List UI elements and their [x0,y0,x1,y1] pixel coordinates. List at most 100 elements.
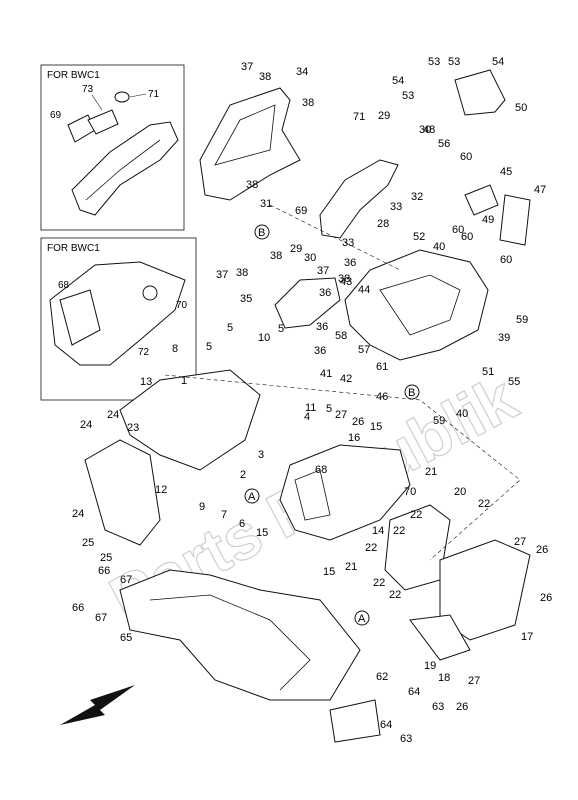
part-number-label: 65 [120,632,132,644]
inset-emblem-70 [142,285,158,301]
part-number-label: 5 [206,341,212,353]
part-number-label: 36 [314,345,326,357]
part-number-label: 15 [256,527,268,539]
part-number-label: 24 [107,409,119,421]
part-18-19 [409,614,471,661]
part-number-label: 53 [428,56,440,68]
part-number-label: 13 [140,376,152,388]
part-number-label: 4 [304,411,310,423]
part-number-label: 45 [500,166,512,178]
fairing-12 [84,439,161,546]
part-number-label: 22 [365,542,377,554]
front-body-39 [344,249,489,361]
callout-a2-icon [354,610,370,626]
part-number-label: 22 [373,577,385,589]
callout-b-label: B [258,227,265,239]
label-69: 69 [50,110,62,121]
part-number-label: 49 [482,214,494,226]
part-number-label: 29 [290,243,302,255]
part-number-label: 30 [419,124,431,136]
part-number-label: 61 [376,361,388,373]
callout-a-icon [244,488,260,504]
part-number-label: 60 [461,231,473,243]
part-number-label: 54 [492,56,504,68]
part-number-label: 63 [432,701,444,713]
part-number-label: 40 [456,408,468,420]
label-72: 72 [138,347,150,358]
part-number-label: 44 [358,284,370,296]
inner-panel-34 [199,87,301,201]
part-number-label: 20 [454,486,466,498]
part-number-label: 14 [372,525,384,537]
callout-a2-label: A [358,613,366,625]
part-number-label: 68 [315,464,327,476]
part-number-label: 48 [423,124,435,136]
part-number-label: 70 [404,486,416,498]
part-number-label: 23 [127,422,139,434]
part-number-label: 43 [340,276,352,288]
part-number-label: 6 [239,518,245,530]
inner-fairing-1 [119,369,261,471]
part-number-label: 64 [380,719,392,731]
part-number-label: 64 [408,686,420,698]
part-number-label: 38 [302,97,314,109]
part-number-label: 2 [240,469,246,481]
part-number-label: 52 [413,231,425,243]
part-number-label: 21 [425,466,437,478]
part-number-label: 25 [100,552,112,564]
part-number-label: 7 [221,509,227,521]
part-number-label: 16 [348,432,360,444]
part-number-label: 26 [352,416,364,428]
part-number-label: 5 [326,403,332,415]
part-number-label: 37 [216,269,228,281]
part-number-label: 15 [370,421,382,433]
part-number-label: 36 [344,257,356,269]
part-number-label: 35 [240,293,252,305]
callout-b-icon [254,224,270,240]
inset-title: FOR BWC1 [47,70,100,81]
part-number-label: 30 [304,252,316,264]
part-number-label: 27 [468,675,480,687]
part-number-label: 10 [258,332,270,344]
part-number-label: 66 [98,565,110,577]
part-number-label: 56 [438,138,450,150]
part-number-label: 36 [316,321,328,333]
part-number-label: 24 [72,508,84,520]
inset-frame [40,237,197,401]
part-number-label: 3 [258,449,264,461]
part-number-label: 5 [278,323,284,335]
inset-bwc1-top: FOR BWC1 73 71 69 [40,64,185,231]
part-number-label: 59 [433,415,445,427]
label-68: 68 [58,280,70,291]
callout-b2-label: B [408,387,415,399]
part-35 [274,277,341,329]
part-47 [499,194,531,246]
part-number-label: 19 [424,660,436,672]
part-number-label: 57 [358,344,370,356]
part-number-label: 34 [296,66,308,78]
part-number-label: 60 [460,151,472,163]
part-number-label: 55 [508,376,520,388]
part-62 [329,699,381,743]
inset-emblem-71 [114,91,130,103]
part-number-label: 60 [500,254,512,266]
part-number-label: 60 [452,224,464,236]
part-number-label: 32 [411,191,423,203]
part-number-label: 31 [260,198,272,210]
part-number-label: 40 [433,241,445,253]
part-number-label: 46 [376,391,388,403]
part-number-label: 27 [514,536,526,548]
part-number-label: 38 [259,71,271,83]
main-parts: A A B B [60,69,531,743]
part-number-label: 8 [172,343,178,355]
part-number-label: 9 [199,501,205,513]
part-number-label: 11 [305,402,316,414]
part-number-label: 18 [438,672,450,684]
callout-a-label: A [248,491,256,503]
inset-sticker-73 [87,109,119,135]
part-number-label: 5 [227,322,233,334]
part-number-label: 42 [340,373,352,385]
part-number-label: 37 [241,61,253,73]
part-number-label: 26 [456,701,468,713]
